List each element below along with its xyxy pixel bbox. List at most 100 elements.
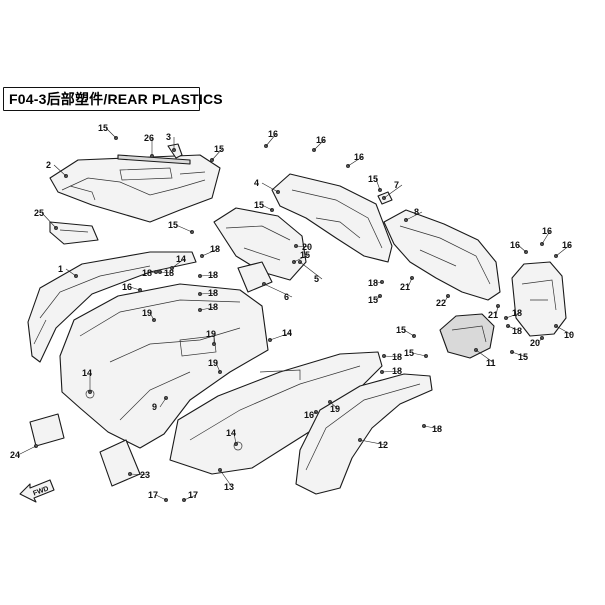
leader-line-c4 <box>261 182 279 193</box>
part-callout-18: 18 <box>210 244 220 254</box>
leader-line-c24 <box>17 445 37 456</box>
part-callout-2: 2 <box>46 160 51 170</box>
right-side-cover-part <box>383 209 501 301</box>
leader-line-c16b <box>313 139 325 151</box>
part-callout-19: 19 <box>206 329 216 339</box>
part-callout-20: 20 <box>530 338 540 348</box>
leader-line-c2 <box>53 164 67 177</box>
part-callout-1: 1 <box>58 264 63 274</box>
tail-lamp-housing-part <box>439 313 495 359</box>
part-callout-24: 24 <box>10 450 20 460</box>
upper-side-panel-part <box>271 173 393 263</box>
leader-line-c11 <box>475 349 495 364</box>
part-callout-19: 19 <box>142 308 152 318</box>
part-callout-7: 7 <box>394 180 399 190</box>
leader-line-c14d <box>233 432 237 445</box>
leader-line-c18i <box>381 370 401 373</box>
leader-line-c19a <box>149 312 155 321</box>
part-callout-18: 18 <box>392 352 402 362</box>
part-callout-18: 18 <box>142 268 152 278</box>
diagram-title: F04-3后部塑件/REAR PLASTICS <box>9 91 223 107</box>
leader-line-c15i <box>411 352 427 357</box>
trim-strip-part <box>117 154 191 165</box>
leader-line-c20b <box>537 337 543 344</box>
part-callout-12: 12 <box>378 440 388 450</box>
part-callout-25: 25 <box>34 208 44 218</box>
leader-line-c15j <box>511 351 527 358</box>
leader-line-c18g <box>375 281 383 284</box>
inner-rear-panel-part <box>169 351 383 475</box>
part-callout-15: 15 <box>404 348 414 358</box>
leader-line-c19d <box>329 401 339 410</box>
part-callout-16: 16 <box>304 410 314 420</box>
part-callout-18: 18 <box>208 302 218 312</box>
leader-line-c20a <box>295 245 311 248</box>
leader-line-c15h <box>403 329 415 337</box>
leader-line-c22 <box>443 295 449 304</box>
part-callout-11: 11 <box>486 358 496 368</box>
leader-line-c18f <box>199 306 217 311</box>
leader-line-c21a <box>407 277 413 288</box>
part-callout-5: 5 <box>314 274 319 284</box>
part-callout-16: 16 <box>316 135 326 145</box>
part-callout-16: 16 <box>562 240 572 250</box>
leader-line-c25 <box>41 212 57 229</box>
part-callout-20: 20 <box>302 242 312 252</box>
leader-line-c9 <box>159 397 167 408</box>
leader-line-c19c <box>215 362 221 373</box>
part-callout-8: 8 <box>414 207 419 217</box>
part-callout-18: 18 <box>208 288 218 298</box>
leader-line-c18h <box>383 355 401 358</box>
leader-line-c15b <box>211 148 223 161</box>
part-callout-18: 18 <box>432 424 442 434</box>
part-callout-18: 18 <box>512 308 522 318</box>
leader-line-c15a <box>105 127 117 139</box>
part-callout-22: 22 <box>436 298 446 308</box>
leader-line-c8 <box>405 211 423 221</box>
part-callout-15: 15 <box>98 123 108 133</box>
part-callout-15: 15 <box>396 325 406 335</box>
part-callout-14: 14 <box>82 368 92 378</box>
part-callout-15: 15 <box>368 295 378 305</box>
leader-line-c5 <box>299 261 323 280</box>
leader-line-c16f <box>517 244 527 253</box>
part-callout-6: 6 <box>284 292 289 302</box>
part-callout-21: 21 <box>400 282 410 292</box>
part-callout-23: 23 <box>140 470 150 480</box>
leader-line-c21b <box>495 305 499 316</box>
part-callout-26: 26 <box>144 133 154 143</box>
part-callout-14: 14 <box>176 254 186 264</box>
leader-line-c16c <box>347 156 363 167</box>
mud-flap-part <box>99 439 141 487</box>
part-callout-10: 10 <box>564 330 574 340</box>
part-callout-16: 16 <box>122 282 132 292</box>
leader-line-c18c <box>201 248 219 257</box>
part-callout-18: 18 <box>368 278 378 288</box>
side-bracket-part <box>213 207 307 281</box>
part-callout-14: 14 <box>282 328 292 338</box>
part-callout-16: 16 <box>542 226 552 236</box>
leader-line-c15c <box>175 224 193 233</box>
leader-line-c16e <box>311 411 317 416</box>
part-callout-15: 15 <box>254 200 264 210</box>
leader-line-c16h <box>555 244 571 257</box>
leader-line-c15e <box>293 254 309 263</box>
leader-line-c10 <box>555 325 573 336</box>
part-callout-19: 19 <box>330 404 340 414</box>
part-callout-18: 18 <box>392 366 402 376</box>
leader-line-c7 <box>383 184 403 199</box>
part-callout-15: 15 <box>368 174 378 184</box>
main-rear-body-part <box>59 283 269 449</box>
leader-line-c18e <box>199 292 217 295</box>
part-callout-21: 21 <box>488 310 498 320</box>
leader-line-c15f <box>375 178 381 191</box>
part-callout-16: 16 <box>354 152 364 162</box>
leader-line-c17b <box>183 494 197 501</box>
part-callout-15: 15 <box>518 352 528 362</box>
leader-line-c14b <box>171 258 185 269</box>
part-callout-19: 19 <box>208 358 218 368</box>
bracket-block-part <box>49 221 99 245</box>
leader-line-c16d <box>129 286 141 291</box>
